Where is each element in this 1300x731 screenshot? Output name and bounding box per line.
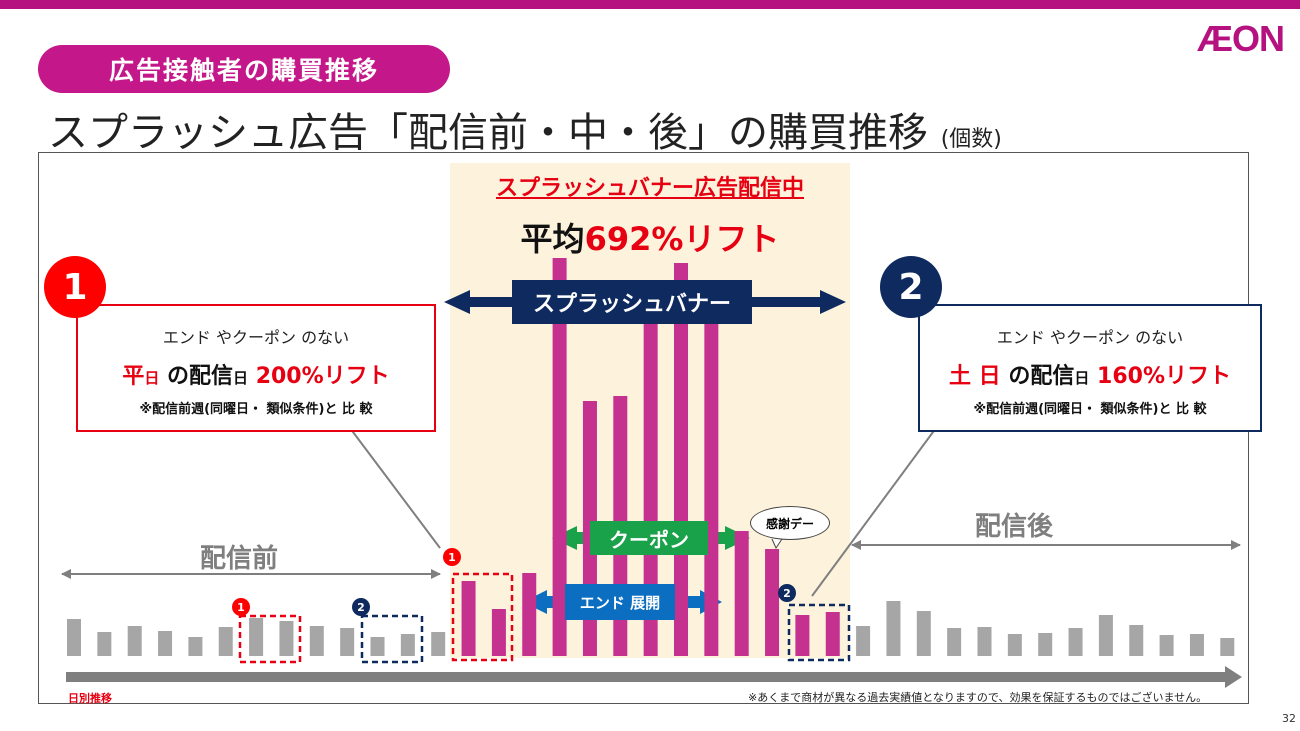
lift-value: 160%リフト xyxy=(1089,364,1231,389)
campaign-heading: スプラッシュバナー広告配信中 xyxy=(495,176,804,201)
marker-1-before: 1 xyxy=(232,598,250,616)
bar-after xyxy=(1129,625,1144,656)
bar-before xyxy=(218,627,233,656)
section-label: 広告接触者の購買推移 xyxy=(38,45,450,93)
bar-before xyxy=(431,632,446,656)
weekend-compare-box xyxy=(360,614,424,664)
bar-during xyxy=(825,612,840,656)
page-title: スプラッシュ広告「配信前・中・後」の購買推移 (個数) xyxy=(48,100,1002,158)
bar-before xyxy=(370,637,385,656)
top-accent-bar xyxy=(0,0,1300,9)
avg-prefix: 平均 xyxy=(520,220,585,258)
callout-lift-line: 土 日 の配信日 160%リフト xyxy=(920,358,1260,390)
delivery-text: の配信 xyxy=(1000,364,1075,389)
bar-before xyxy=(340,628,355,656)
bar-after xyxy=(1220,638,1235,656)
disclaimer: ※あくまで商材が異なる過去実績値となりますので、効果を保証するものではございませ… xyxy=(748,691,1208,704)
leader-line-2 xyxy=(811,427,937,597)
bar-during xyxy=(522,573,537,656)
title-text: スプラッシュ広告「配信前・中・後」の購買推移 xyxy=(48,110,928,156)
callout-note: ※配信前週(同曜日・ 類似条件)と 比 較 xyxy=(973,402,1207,417)
bar-before xyxy=(127,626,142,656)
bar-before xyxy=(67,619,81,656)
callout-line1: エンド やクーポン のない xyxy=(996,328,1184,347)
bar-during xyxy=(704,322,719,656)
callout-weekend: エンド やクーポン のない 土 日 の配信日 160%リフト ※配信前週(同曜日… xyxy=(918,304,1262,432)
weekday-compare-box xyxy=(238,614,302,664)
bar-during xyxy=(491,609,506,656)
bar-after xyxy=(1038,633,1053,656)
day-suffix: 日 xyxy=(144,369,160,387)
average-lift: 平均692%リフト xyxy=(450,214,850,260)
weekday-campaign-box xyxy=(451,572,514,662)
callout-line1: エンド やクーポン のない xyxy=(162,328,350,347)
bar-before xyxy=(249,618,264,656)
bar-during xyxy=(765,549,780,656)
timeline-arrow xyxy=(66,666,1242,688)
callout-number-1: 1 xyxy=(44,256,106,318)
bar-before xyxy=(97,632,112,656)
end-display-label: エンド 展開 xyxy=(565,584,675,620)
callout-note: ※配信前週(同曜日・ 類似条件)と 比 較 xyxy=(139,402,373,417)
thanks-bubble-tail xyxy=(771,538,783,550)
coupon-label: クーポン xyxy=(590,521,708,555)
bar-after xyxy=(916,611,931,656)
bar-during xyxy=(734,531,749,656)
leader-line-1 xyxy=(343,419,441,549)
callout-number-2: 2 xyxy=(880,256,942,318)
bar-during xyxy=(552,258,567,656)
bar-during xyxy=(674,263,688,656)
marker-2-during: 2 xyxy=(778,584,796,602)
bar-during xyxy=(643,320,658,656)
after-label: 配信後 xyxy=(975,512,1054,542)
delivery-suffix: 日 xyxy=(1074,369,1090,387)
weekend-campaign-box xyxy=(787,603,851,662)
callout-weekday: エンド やクーポン のない 平日 の配信日 200%リフト ※配信前週(同曜日・… xyxy=(76,304,436,432)
splash-banner-label: スプラッシュバナー xyxy=(512,280,752,324)
x-axis-label: 日別推移 xyxy=(68,692,112,705)
bar-during xyxy=(461,581,476,656)
bar-before xyxy=(400,634,415,656)
bar-after xyxy=(1159,635,1174,656)
bar-after xyxy=(856,626,871,656)
bar-after xyxy=(886,601,901,656)
thanks-day-bubble: 感謝デー xyxy=(750,506,830,540)
delivery-text: の配信 xyxy=(159,364,234,389)
bar-after xyxy=(977,627,992,656)
avg-value: 692%リフト xyxy=(584,220,780,258)
bar-before xyxy=(188,637,203,656)
marker-2-before: 2 xyxy=(352,598,370,616)
day-type: 土 日 xyxy=(949,364,1001,389)
bar-after xyxy=(1007,634,1022,656)
callout-lift-line: 平日 の配信日 200%リフト xyxy=(78,358,434,390)
page-number: 32 xyxy=(1282,712,1296,725)
bar-during xyxy=(795,615,810,656)
bar-after xyxy=(1068,628,1083,656)
bar-before xyxy=(158,631,173,656)
bar-after xyxy=(1098,615,1113,656)
bar-after xyxy=(947,628,962,656)
bar-after xyxy=(1189,634,1204,656)
marker-1-during: 1 xyxy=(443,548,461,566)
bar-before xyxy=(309,626,324,656)
before-label: 配信前 xyxy=(200,544,279,574)
day-type: 平 xyxy=(122,364,145,389)
title-unit: (個数) xyxy=(940,127,1002,152)
aeon-logo: ÆON xyxy=(1197,18,1285,59)
lift-value: 200%リフト xyxy=(248,364,390,389)
bar-before xyxy=(279,621,294,656)
delivery-suffix: 日 xyxy=(233,369,249,387)
